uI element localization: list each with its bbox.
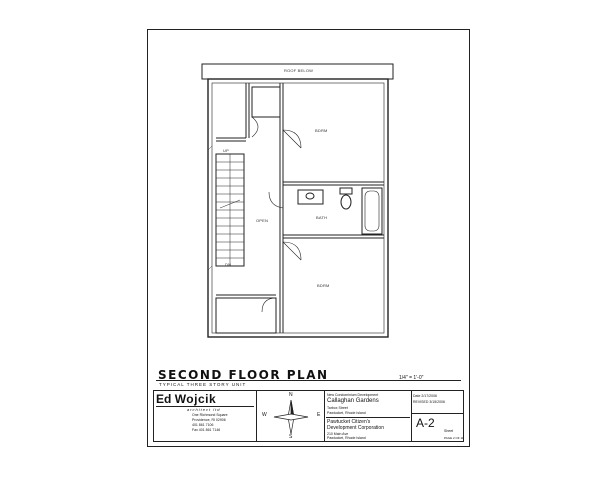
drawing-subtitle: TYPICAL THREE STORY UNIT xyxy=(159,382,247,387)
toilet-bowl xyxy=(340,194,352,210)
project-city: Pawtucket, Rhode Island xyxy=(327,411,366,415)
drawing-sheet: ROOF BELOW BDRM BATH BDRM OPEN UP DN SEC… xyxy=(147,29,470,447)
client-address2: Pawtucket, Rhode Island xyxy=(327,436,366,440)
bedroom-upper-label: BDRM xyxy=(315,128,328,133)
toilet-tank xyxy=(339,187,353,195)
compass-s: S xyxy=(289,434,293,440)
stair-down-label: DN xyxy=(225,262,232,267)
sheet-sub-label: Sheet xyxy=(444,429,454,433)
architect-last-name: Wojcik xyxy=(174,392,217,406)
north-arrow-icon xyxy=(273,399,309,435)
bath-label: BATH xyxy=(316,215,328,220)
revised-value: 3/15/2006 xyxy=(429,400,445,404)
page-count: PAGE 2 OF 11 xyxy=(444,436,464,440)
title-underline xyxy=(156,380,461,381)
address-line: 401 861 7106 xyxy=(192,423,214,427)
compass-w: W xyxy=(262,412,267,418)
bedroom-lower-label: BDRM xyxy=(317,283,330,288)
address-line: One Richmond Square xyxy=(192,413,228,417)
drawing-title: SECOND FLOOR PLAN xyxy=(158,368,329,382)
title-block: Ed Wojcik architect ltd One Richmond Squ… xyxy=(153,390,464,442)
revised-label: REVISED xyxy=(413,400,429,404)
address-line: Fax 401 861 7146 xyxy=(192,428,221,432)
roof-below-label: ROOF BELOW xyxy=(284,68,314,73)
exterior-wall-inner xyxy=(211,82,385,334)
architect-first-name: Ed xyxy=(156,392,172,406)
date-value: 2/17/2006 xyxy=(421,394,437,398)
client-line2: Development Corporation xyxy=(327,425,384,431)
date-field: Date 2/17/2006 xyxy=(413,394,437,398)
drawing-scale: 1/4" = 1'-0" xyxy=(399,375,424,381)
open-label: OPEN xyxy=(256,218,269,223)
address-line: Providence, RI 02906 xyxy=(192,418,226,422)
revised-field: REVISED 3/15/2006 xyxy=(413,400,445,404)
bathtub xyxy=(361,187,383,235)
date-label: Date xyxy=(413,394,421,398)
compass-e: E xyxy=(317,412,321,418)
sheet-number: A-2 xyxy=(416,416,435,430)
architect-subtitle: architect ltd xyxy=(187,407,221,412)
vanity xyxy=(297,189,324,205)
client-address1: 210 Main Ave xyxy=(327,432,349,436)
sink xyxy=(305,192,315,200)
floor-plan-drawing xyxy=(201,63,394,338)
architect-address: One Richmond Square Providence, RI 02906… xyxy=(192,413,228,433)
project-type: New Condominium Development xyxy=(327,393,379,397)
project-street: Tarbox Street xyxy=(327,406,348,410)
open-area xyxy=(215,297,277,334)
architect-name: Ed Wojcik xyxy=(156,392,216,406)
exterior-wall xyxy=(207,78,389,338)
compass-n: N xyxy=(289,392,293,398)
stair-up-label: UP xyxy=(223,148,229,153)
client-line1: Pawtucket Citizen's xyxy=(327,419,371,425)
project-name: Callaghan Gardens xyxy=(327,398,379,404)
